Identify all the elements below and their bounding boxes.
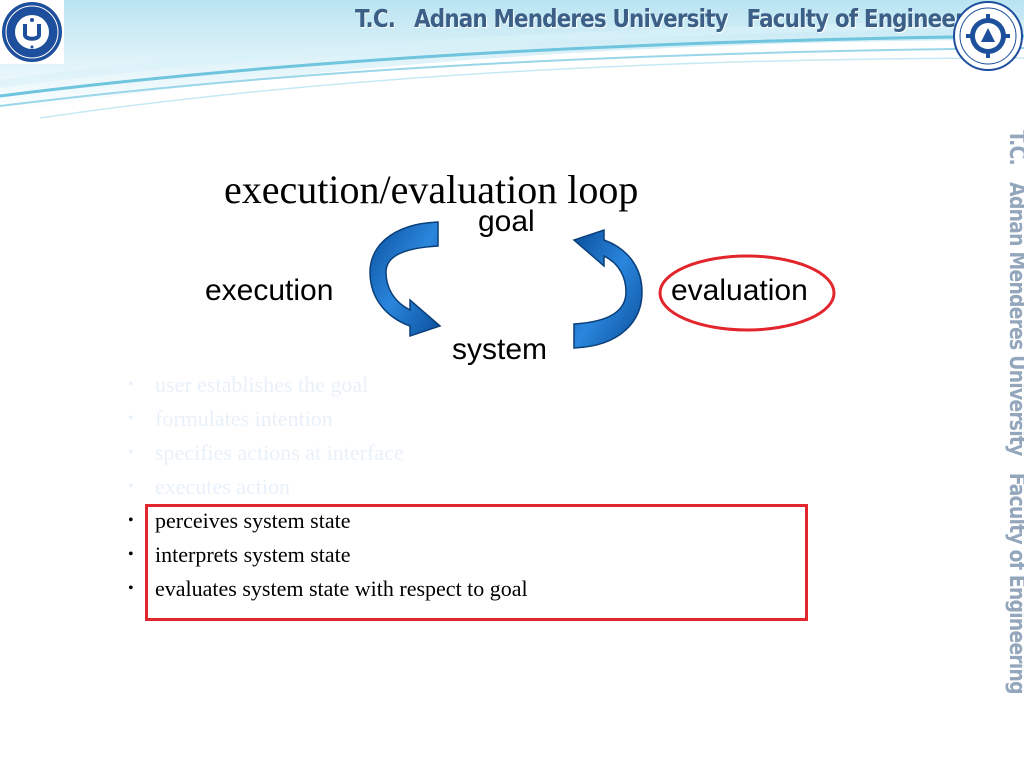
header-title-university: Adnan Menderes University — [414, 4, 729, 33]
header-banner — [0, 0, 1024, 119]
engineering-faculty-logo — [953, 1, 1023, 71]
side-vertical-title: T.C. Adnan Menderes UniversityFaculty of … — [1003, 130, 1024, 694]
step-text: executes action — [155, 474, 290, 499]
step-text: perceives system state — [155, 508, 351, 533]
list-item: • user establishes the goal — [126, 368, 528, 402]
side-title-faculty: Faculty of Engineering — [1004, 472, 1024, 694]
bullet-icon: • — [128, 580, 134, 597]
list-item: • perceives system state — [126, 504, 528, 538]
header-title-tc: T.C. — [355, 4, 396, 33]
bullet-icon: • — [128, 512, 134, 529]
list-item: • specifies actions at interface — [126, 436, 528, 470]
side-title-tc: T.C. — [1004, 130, 1024, 165]
execution-arrow — [369, 221, 442, 338]
step-text: formulates intention — [155, 406, 333, 431]
bullet-icon: • — [128, 376, 134, 393]
evaluation-arrow — [572, 228, 643, 349]
step-text: evaluates system state with respect to g… — [155, 576, 528, 601]
side-title-university: Adnan Menderes University — [1004, 182, 1024, 456]
list-item: • formulates intention — [126, 402, 528, 436]
evaluation-steps-highlight-box — [145, 504, 808, 621]
bullet-icon: • — [128, 410, 134, 427]
list-item: • interprets system state — [126, 538, 528, 572]
steps-list: • user establishes the goal • formulates i… — [126, 368, 528, 606]
step-text: user establishes the goal — [155, 372, 369, 397]
step-text: interprets system state — [155, 542, 351, 567]
goal-label: goal — [478, 205, 535, 238]
university-logo — [0, 0, 64, 64]
slide-title: execution/evaluation loop — [224, 167, 639, 212]
execution-label: execution — [205, 274, 334, 307]
bullet-icon: • — [128, 444, 134, 461]
system-label: system — [452, 333, 548, 366]
step-text: specifies actions at interface — [155, 440, 404, 465]
evaluation-label: evaluation — [671, 274, 808, 307]
list-item: • evaluates system state with respect to … — [126, 572, 528, 606]
bullet-icon: • — [128, 546, 134, 563]
bullet-icon: • — [128, 478, 134, 495]
list-item: • executes action — [126, 470, 528, 504]
